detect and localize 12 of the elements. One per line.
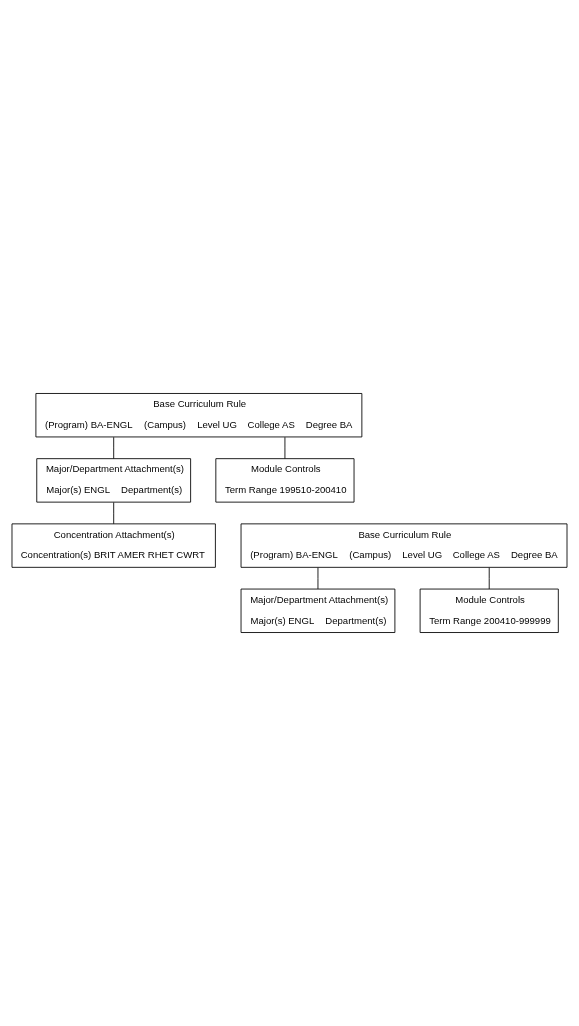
node-box: Module Controls Term Range 200410-999999 bbox=[419, 588, 559, 633]
connector bbox=[488, 567, 490, 590]
node-box: Module Controls Term Range 199510-200410 bbox=[215, 458, 355, 503]
node-box: Base Curriculum Rule (Program) BA-ENGL (Campus) Level UG College AS Degree BA bbox=[35, 393, 363, 438]
connector bbox=[284, 436, 286, 459]
node-box: Major/Department Attachment(s) Major(s) ENGL Department(s) bbox=[240, 588, 396, 633]
connector bbox=[113, 436, 115, 459]
connector bbox=[317, 567, 319, 590]
connector bbox=[113, 502, 115, 525]
node-box: Major/Department Attachment(s) Major(s) ENGL Department(s) bbox=[36, 458, 192, 503]
node-box: Base Curriculum Rule (Program) BA-ENGL (Campus) Level UG College AS Degree BA bbox=[240, 523, 568, 568]
node-box: Concentration Attachment(s) Concentration(s) BRIT AMER RHET CWRT bbox=[11, 523, 216, 568]
